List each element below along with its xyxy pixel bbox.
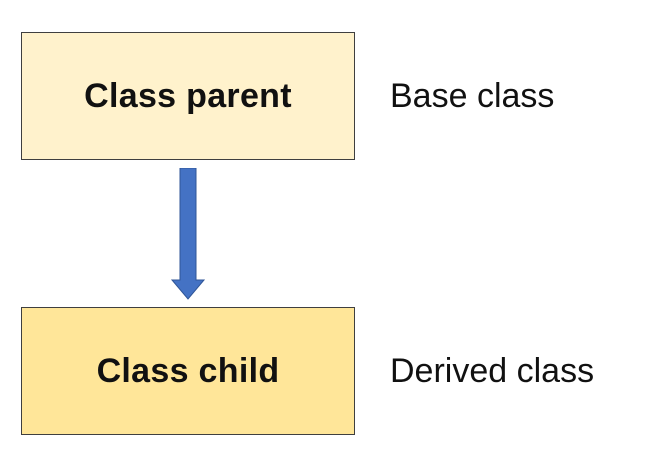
inheritance-arrow: [170, 168, 206, 300]
arrow-shape: [170, 168, 206, 300]
child-class-label: Class child: [96, 351, 280, 390]
parent-class-label: Class parent: [84, 76, 292, 115]
child-class-box: Class child: [21, 307, 355, 435]
base-class-label: Base class: [390, 77, 555, 115]
derived-class-label: Derived class: [390, 352, 595, 390]
parent-class-box: Class parent: [21, 32, 355, 160]
